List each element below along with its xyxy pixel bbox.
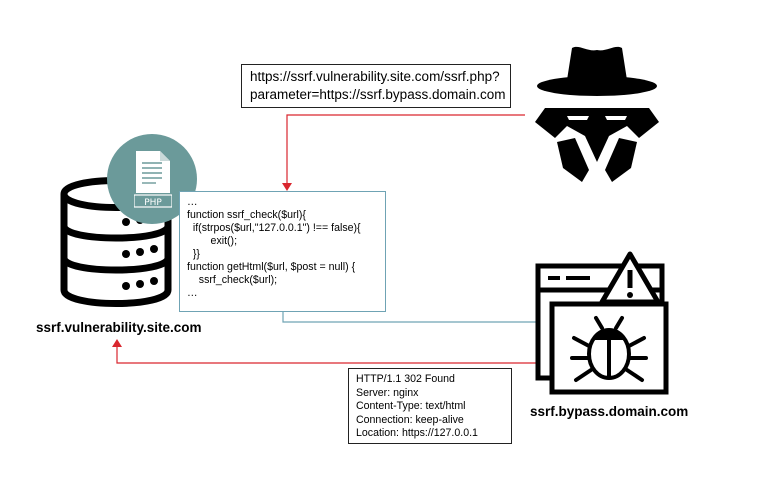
code-line: ssrf_check($url); [187,274,278,286]
bypass-domain-caption: ssrf.bypass.domain.com [530,404,689,419]
code-line: function ssrf_check($url){ [187,209,306,221]
response-arrowhead [112,339,122,347]
response-line: Connection: keep-alive [356,413,464,426]
php-badge-label: PHP [144,198,162,208]
fetch-line [282,312,536,323]
request-url-line-1: https://ssrf.vulnerability.site.com/ssrf… [250,69,500,84]
response-line: Server: nginx [356,386,419,399]
code-line: exit(); [187,235,238,247]
attacker-spy-icon [535,46,659,182]
vulnerable-server-caption: ssrf.vulnerability.site.com [36,320,202,335]
code-line: if(strpos($url,"127.0.0.1") !== false){ [187,222,361,234]
code-line: }} [187,248,200,260]
request-url-box: https://ssrf.vulnerability.site.com/ssrf… [241,64,511,108]
request-url-line-2: parameter=https://ssrf.bypass.domain.com [250,87,506,102]
php-file-icon: PHP [134,151,172,208]
bypass-browser-window-icon [535,251,669,395]
response-line: Content-Type: text/html [356,400,466,412]
request-arrowhead [282,183,292,191]
response-line: Location: https://127.0.0.1 [356,427,478,439]
code-line: … [187,196,198,208]
request-arrow [286,114,525,183]
response-arrow [116,347,536,364]
code-line: … [187,287,198,299]
php-code-box: …function ssrf_check($url){ if(strpos($u… [179,191,386,312]
response-line: HTTP/1.1 302 Found [356,373,455,385]
code-line: function getHtml($url, $post = null) { [187,261,356,273]
